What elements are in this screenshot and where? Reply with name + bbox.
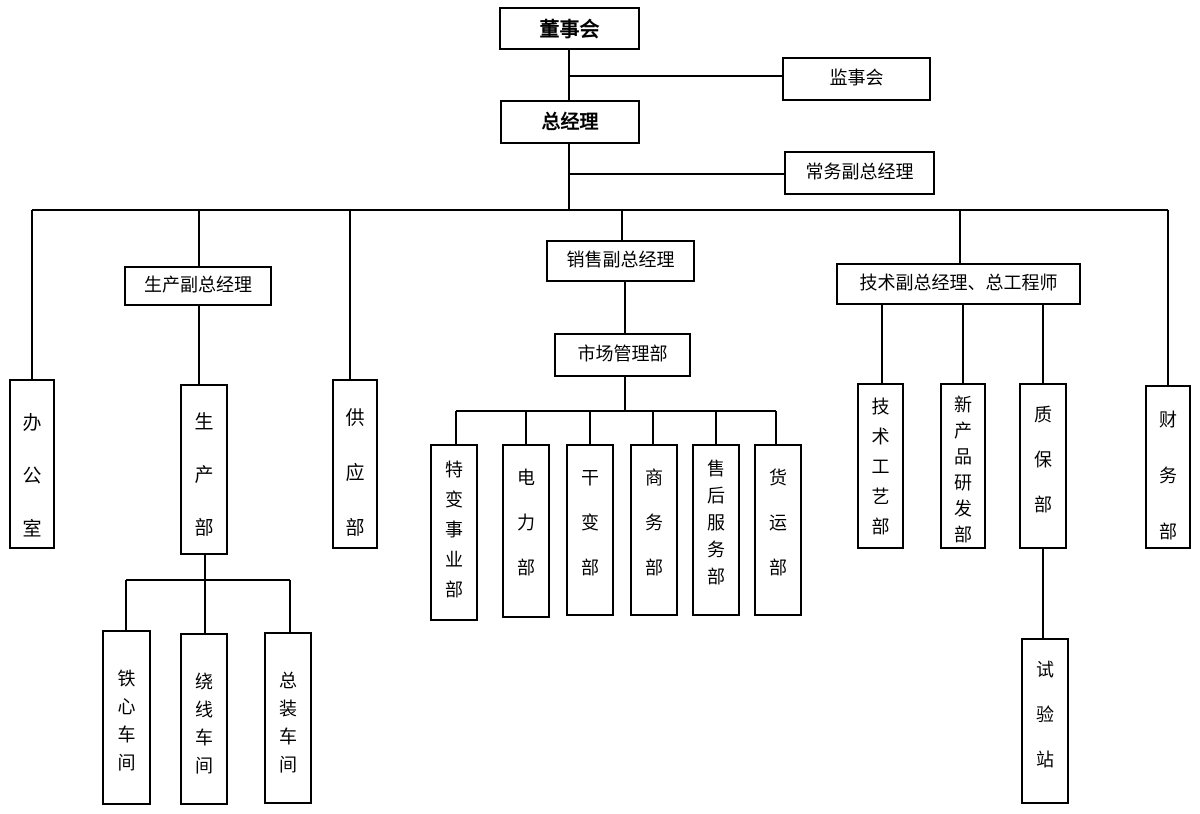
dry-transformer-dept-box: 干变部 <box>566 444 614 616</box>
general-manager-box: 总经理 <box>500 100 640 144</box>
test-station-box: 试验站 <box>1021 638 1069 804</box>
production-deputy-gm-box: 生产副总经理 <box>124 266 272 306</box>
core-workshop-box: 铁心车间 <box>102 630 151 805</box>
business-dept-box: 商务部 <box>630 444 678 616</box>
new-product-rd-dept-box: 新产品研发部 <box>940 383 986 549</box>
quality-assurance-dept-box: 质保部 <box>1019 383 1067 549</box>
dry-transformer-dept-label: 干变部 <box>581 468 599 579</box>
production-dept-label: 生产部 <box>194 411 214 539</box>
core-workshop-label: 铁心车间 <box>117 669 136 774</box>
winding-workshop-label: 绕线车间 <box>195 672 213 777</box>
market-mgmt-dept-box: 市场管理部 <box>554 333 691 377</box>
new-product-rd-dept-label: 新产品研发部 <box>954 395 972 546</box>
special-transformer-division-box: 特变事业部 <box>430 444 478 621</box>
supply-dept-label: 供应部 <box>345 407 365 539</box>
tech-process-dept-label: 技术工艺部 <box>871 397 890 538</box>
assembly-workshop-box: 总装车间 <box>264 632 312 804</box>
quality-assurance-dept-label: 质保部 <box>1034 405 1052 516</box>
tech-deputy-gm-box: 技术副总经理、总工程师 <box>836 263 1081 305</box>
board-box: 董事会 <box>499 7 640 50</box>
office-box: 办公室 <box>9 379 55 549</box>
winding-workshop-box: 绕线车间 <box>180 633 228 805</box>
freight-dept-label: 货运部 <box>769 468 787 579</box>
finance-dept-box: 财务部 <box>1145 385 1191 549</box>
sales-deputy-gm-box: 销售副总经理 <box>546 240 695 282</box>
supply-dept-box: 供应部 <box>332 379 378 549</box>
executive-deputy-gm-box: 常务副总经理 <box>784 151 935 195</box>
business-dept-label: 商务部 <box>645 468 663 579</box>
power-dept-label: 电力部 <box>517 468 535 579</box>
finance-dept-label: 财务部 <box>1159 410 1177 543</box>
special-transformer-division-label: 特变事业部 <box>445 460 463 601</box>
after-sales-dept-label: 售后服务部 <box>707 459 725 588</box>
freight-dept-box: 货运部 <box>754 444 802 616</box>
after-sales-dept-box: 售后服务部 <box>692 444 740 616</box>
tech-process-dept-box: 技术工艺部 <box>857 383 904 549</box>
supervisory-board-box: 监事会 <box>782 57 931 101</box>
test-station-label: 试验站 <box>1036 660 1054 771</box>
power-dept-box: 电力部 <box>502 444 550 618</box>
assembly-workshop-label: 总装车间 <box>279 671 297 776</box>
production-dept-box: 生产部 <box>180 384 228 555</box>
office-label: 办公室 <box>22 412 42 540</box>
